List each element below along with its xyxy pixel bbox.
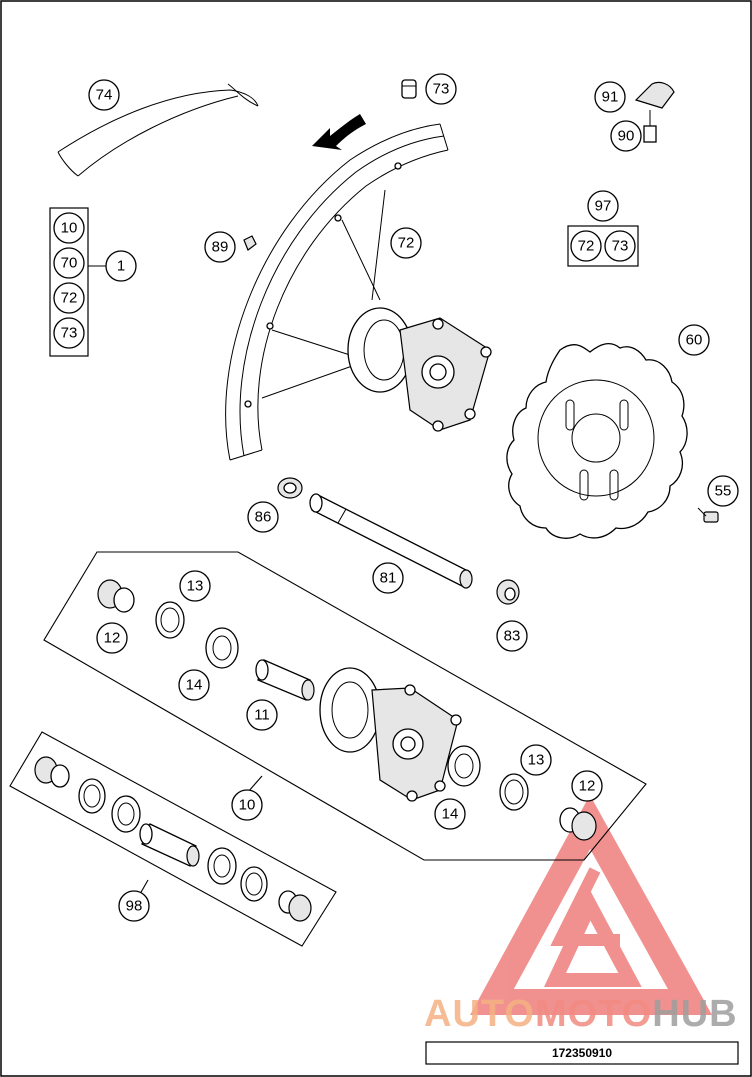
- callout-10-group: 10: [231, 789, 263, 821]
- svg-text:72: 72: [578, 238, 595, 255]
- watermark-logo: [470, 795, 713, 1015]
- svg-text:60: 60: [686, 332, 703, 349]
- callout-83: 83: [496, 620, 528, 652]
- group-outline-98: [9, 731, 337, 947]
- axle: [309, 493, 473, 589]
- ring-13-left: [155, 601, 185, 639]
- bearing-14-right: [447, 745, 481, 787]
- callout-1: 1: [105, 250, 137, 282]
- svg-text:83: 83: [504, 628, 521, 645]
- callout-10-list: 10: [53, 212, 85, 244]
- leader-10: [247, 775, 263, 793]
- callout-97: 97: [587, 190, 619, 222]
- svg-text:11: 11: [254, 707, 270, 724]
- svg-text:12: 12: [104, 630, 121, 647]
- watermark-moto: MOTO: [535, 993, 652, 1035]
- svg-text:10: 10: [239, 797, 256, 814]
- callout-81: 81: [372, 562, 404, 594]
- svg-text:98: 98: [126, 898, 143, 915]
- svg-text:14: 14: [186, 677, 203, 694]
- spacer-83: [496, 579, 520, 605]
- ring-13-right: [499, 773, 529, 811]
- spacer-sleeve-11: [255, 659, 315, 701]
- svg-text:12: 12: [579, 778, 596, 795]
- svg-text:73: 73: [433, 81, 450, 98]
- callout-60: 60: [678, 324, 710, 356]
- callout-90: 90: [610, 120, 642, 152]
- tool-91: [634, 81, 675, 143]
- callout-73-valve: 73: [425, 73, 457, 105]
- svg-text:72: 72: [61, 290, 78, 307]
- svg-text:1: 1: [117, 258, 125, 275]
- svg-text:73: 73: [61, 325, 78, 342]
- callout-13-right: 13: [520, 744, 552, 776]
- valve-cap: [401, 79, 417, 99]
- svg-text:10: 10: [61, 220, 78, 237]
- drawing-number-box: [425, 1041, 739, 1065]
- rotation-arrow-icon: [312, 114, 366, 150]
- bearing-14-left: [205, 627, 239, 669]
- watermark-auto: AUTO: [424, 993, 535, 1035]
- callout-70: 70: [53, 247, 85, 279]
- callout-74: 74: [88, 79, 120, 111]
- callout-73-list: 73: [53, 317, 85, 349]
- callout-98: 98: [118, 890, 150, 922]
- bracket-97: [567, 225, 639, 267]
- callout-14-right: 14: [434, 798, 466, 830]
- nipple: [243, 235, 257, 251]
- wheel-rim: [225, 123, 492, 461]
- group-outline-10: [43, 551, 647, 861]
- drawing-number: 172350910: [552, 1046, 612, 1060]
- callout-72-kit: 72: [570, 230, 602, 262]
- svg-text:13: 13: [187, 578, 204, 595]
- seal-12-right: [559, 807, 597, 841]
- callout-91: 91: [594, 81, 626, 113]
- svg-text:90: 90: [618, 128, 635, 145]
- svg-text:70: 70: [61, 255, 78, 272]
- bolt: [697, 507, 719, 523]
- brake-disc: [506, 342, 688, 539]
- callout-12-right: 12: [571, 770, 603, 802]
- callout-13-left: 13: [179, 570, 211, 602]
- callout-86: 86: [247, 501, 279, 533]
- callout-89: 89: [204, 231, 236, 263]
- svg-text:AUTOMOTOHUB: AUTOMOTOHUB: [424, 993, 738, 1035]
- spacer-86: [277, 477, 303, 499]
- svg-text:74: 74: [96, 87, 113, 104]
- callout-55: 55: [707, 475, 739, 507]
- svg-text:86: 86: [255, 509, 272, 526]
- watermark-wordmark: AUTOMOTOHUB: [424, 993, 738, 1035]
- svg-text:97: 97: [595, 198, 612, 215]
- hub-assembly: [319, 667, 462, 802]
- bracket-1: [49, 207, 89, 357]
- svg-text:14: 14: [442, 806, 459, 823]
- callout-12-left: 12: [96, 622, 128, 654]
- callout-72-spoke: 72: [390, 227, 422, 259]
- watermark-hub: HUB: [652, 993, 737, 1035]
- callout-73-kit: 73: [604, 230, 636, 262]
- tire-segment: [57, 83, 259, 177]
- callout-11: 11: [246, 699, 278, 731]
- svg-text:73: 73: [612, 238, 629, 255]
- svg-text:55: 55: [715, 483, 732, 500]
- seal-12-left: [97, 579, 135, 613]
- svg-text:13: 13: [528, 752, 545, 769]
- leader-98: [139, 879, 149, 895]
- callout-14-left: 14: [178, 669, 210, 701]
- svg-text:91: 91: [602, 89, 619, 106]
- svg-text:89: 89: [212, 239, 229, 256]
- svg-text:72: 72: [398, 235, 415, 252]
- kit-98-parts: [34, 756, 312, 922]
- svg-text:81: 81: [380, 570, 397, 587]
- callout-72-list: 72: [53, 282, 85, 314]
